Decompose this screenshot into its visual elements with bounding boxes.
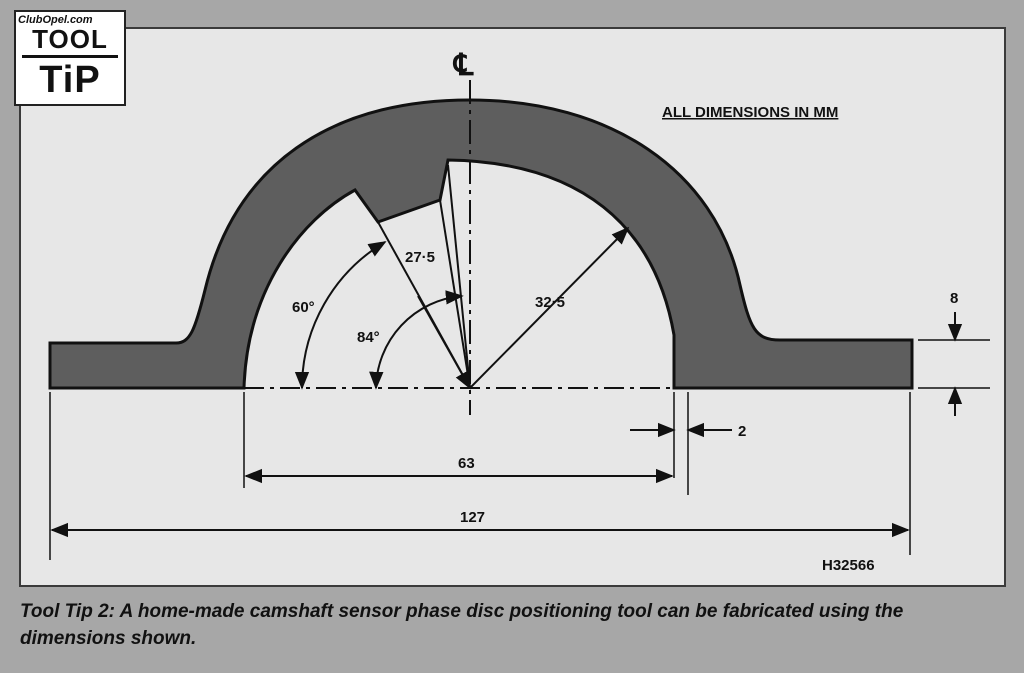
angle-60-label: 60° xyxy=(292,299,315,316)
dim-outer-radius-label: 32·5 xyxy=(535,294,565,311)
units-note: ALL DIMENSIONS IN MM xyxy=(662,104,838,121)
logo-watermark: ClubOpel.com xyxy=(18,14,93,26)
dim-gap-label: 2 xyxy=(738,423,746,440)
tool-tip-logo: ClubOpel.com TOOL TiP xyxy=(14,10,126,106)
dim-inner-width-label: 63 xyxy=(458,455,475,472)
dim-thickness-label: 8 xyxy=(950,290,958,307)
logo-line-tip: TiP xyxy=(39,59,101,101)
dim-slot-radius-label: 27·5 xyxy=(405,249,435,266)
logo-line-tool: TOOL xyxy=(22,24,118,58)
radius-32-5-leader xyxy=(469,226,630,389)
centerline-symbol: ℄ xyxy=(452,49,474,82)
tool-body xyxy=(48,98,914,390)
dim-overall-width-label: 127 xyxy=(460,509,485,526)
figure-caption: Tool Tip 2: A home-made camshaft sensor … xyxy=(20,601,904,649)
radius-line-slot-top xyxy=(447,164,471,389)
figure-id: H32566 xyxy=(822,557,875,574)
angle-84-label: 84° xyxy=(357,329,380,346)
angle-60-arc xyxy=(294,241,387,390)
angle-84-arc xyxy=(369,290,464,390)
technical-drawing: ALL DIMENSIONS IN MM ℄ 27·5 32·5 60° 84°… xyxy=(19,27,1006,587)
